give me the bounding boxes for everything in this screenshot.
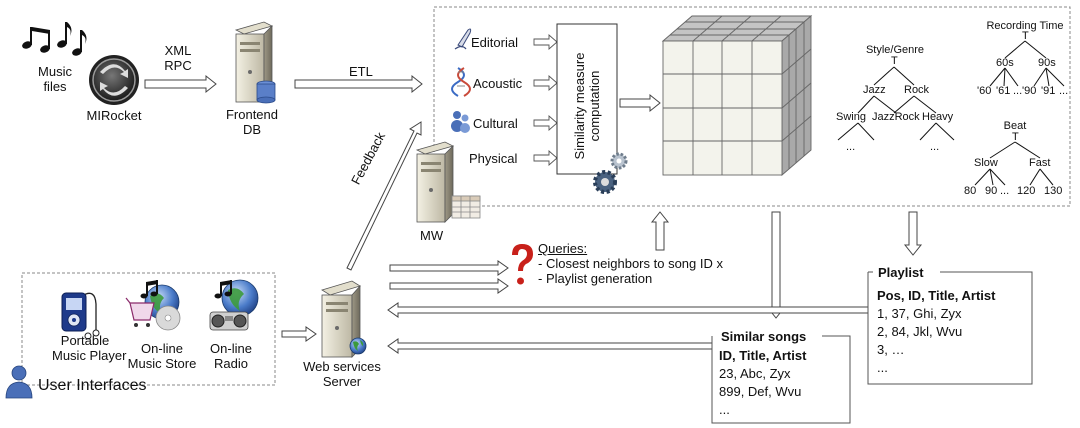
beat-tree-80: 80	[964, 185, 977, 197]
beat-tree-fast: Fast	[1029, 157, 1051, 169]
style-tree-ellipsis-2: ...	[930, 141, 940, 153]
recording-tree-90: '90	[1022, 85, 1037, 97]
feedback-arrow	[346, 121, 422, 271]
mw-server-icon	[415, 141, 481, 223]
queries-block: Queries: - Closest neighbors to song ID …	[538, 241, 723, 286]
similar-songs-list: ID, Title, Artist 23, Abc, Zyx 899, Def,…	[719, 347, 806, 419]
recording-tree-title: Recording Time	[986, 20, 1064, 32]
beat-tree-120: 120	[1017, 185, 1036, 197]
mirocket-icon	[89, 55, 139, 105]
music-files-label: Music files	[38, 64, 72, 94]
style-tree-heavy: Heavy	[922, 111, 954, 123]
mw-table-icon	[451, 195, 481, 219]
beat-tree-ellipsis: ...	[1000, 185, 1010, 197]
down-arrow-similar	[766, 211, 786, 319]
beat-tree-slow: Slow	[974, 157, 998, 169]
xml-rpc-arrow	[144, 74, 217, 94]
playlist-header: Pos, ID, Title, Artist	[877, 288, 996, 303]
online-music-store-icon	[125, 280, 181, 331]
mirocket-label: MIRocket	[86, 108, 142, 123]
similar-songs-title: Similar songs	[721, 329, 807, 344]
similar-return-arrow	[387, 338, 713, 354]
beat-tree-title: Beat	[1003, 120, 1027, 132]
globe-icon	[349, 337, 367, 355]
query-item: - Closest neighbors to song ID x	[538, 256, 723, 271]
recording-tree-91: '91	[1041, 85, 1056, 97]
recording-tree-61: '61	[996, 85, 1011, 97]
portable-music-player-icon	[61, 292, 100, 340]
similar-songs-header: ID, Title, Artist	[719, 348, 807, 363]
playlist-row: 2, 84, Jkl, Wvu	[877, 324, 963, 339]
playlist-row: ...	[877, 360, 888, 375]
style-genre-tree	[837, 66, 955, 141]
style-tree-jazz: Jazz	[863, 84, 886, 96]
box-to-cube-arrow	[619, 93, 661, 113]
playlist-row: 3, …	[877, 342, 905, 357]
source-editorial: Editorial	[471, 35, 518, 50]
source-arrows	[533, 34, 558, 166]
mw-label: MW	[420, 228, 444, 243]
query-item: - Playlist generation	[538, 271, 653, 286]
xml-rpc-label: XML RPC	[164, 43, 192, 73]
recording-tree-root: T	[1022, 30, 1029, 42]
similar-songs-row: 899, Def, Wvu	[719, 384, 802, 399]
query-arrows	[389, 260, 509, 294]
recording-time-tree	[989, 40, 1065, 87]
middleware-region	[433, 6, 1071, 207]
online-radio-icon	[209, 279, 259, 331]
similarity-cube	[661, 15, 813, 176]
recording-tree-60: '60	[977, 85, 992, 97]
playlist-list: Pos, ID, Title, Artist 1, 37, Ghi, Zyx 2…	[877, 287, 995, 377]
beat-tree-130: 130	[1044, 185, 1063, 197]
style-tree-jazzrock: JazzRock	[872, 111, 920, 123]
source-cultural: Cultural	[473, 116, 518, 131]
beat-tree-root: T	[1012, 131, 1019, 143]
queries-title: Queries:	[538, 241, 588, 256]
beat-tree	[974, 141, 1054, 186]
playlist-box	[867, 271, 1033, 385]
source-physical: Physical	[469, 151, 518, 166]
playlist-title: Playlist	[878, 265, 924, 280]
up-arrow-to-cube	[650, 211, 670, 251]
similarity-box	[556, 23, 618, 175]
editorial-icon	[454, 28, 472, 50]
web-services-server-icon	[321, 280, 367, 358]
style-tree-title: Style/Genre	[865, 44, 925, 56]
ui-to-server-arrow	[281, 326, 317, 342]
user-icon	[5, 365, 33, 399]
device-portable-label: Portable Music Player	[52, 333, 127, 363]
source-acoustic: Acoustic	[473, 76, 523, 91]
down-arrow-playlist	[903, 211, 923, 256]
recording-tree-ellipsis-2: ...	[1059, 85, 1069, 97]
style-tree-rock: Rock	[904, 84, 930, 96]
etl-label: ETL	[349, 64, 373, 79]
recording-tree-ellipsis-1: ...	[1013, 85, 1023, 97]
user-interfaces-region	[21, 272, 276, 386]
frontend-db-server-icon	[234, 21, 276, 104]
device-store-label: On-line Music Store	[127, 341, 197, 371]
recording-tree-60s: 60s	[996, 57, 1014, 69]
frontend-db-label: Frontend DB	[225, 107, 279, 137]
device-radio-label: On-line Radio	[210, 341, 252, 371]
etl-arrow	[294, 74, 423, 94]
gears-icon	[593, 152, 628, 194]
playlist-return-arrow	[387, 302, 869, 318]
question-mark-icon	[512, 244, 533, 285]
similarity-box-label: Similarity measure computation	[572, 52, 602, 160]
style-tree-ellipsis-1: ...	[846, 141, 856, 153]
recording-tree-90s: 90s	[1038, 57, 1056, 69]
beat-tree-90: 90	[985, 185, 998, 197]
playlist-row: 1, 37, Ghi, Zyx	[877, 306, 962, 321]
similar-songs-box	[711, 335, 851, 424]
style-tree-root: T	[891, 55, 898, 67]
similar-songs-row: 23, Abc, Zyx	[719, 366, 791, 381]
similar-songs-row: ...	[719, 402, 730, 417]
music-notes-icon	[22, 22, 87, 56]
cultural-people-icon	[451, 111, 470, 133]
web-services-server-label: Web services Server	[303, 359, 381, 389]
style-tree-swing: Swing	[836, 111, 866, 123]
user-interfaces-caption: User Interfaces	[38, 377, 147, 394]
acoustic-dna-icon	[451, 67, 471, 97]
